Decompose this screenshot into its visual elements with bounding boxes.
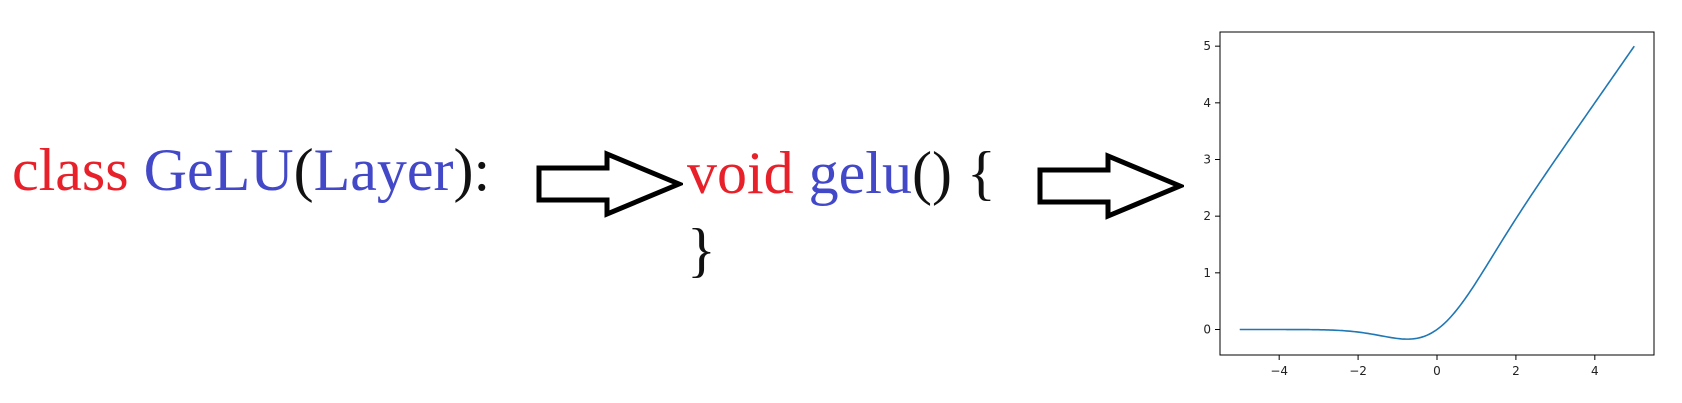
y-tick-label: 1 — [1203, 266, 1211, 280]
c-function-line: void gelu() { — [687, 143, 996, 203]
open-paren: ( — [293, 137, 314, 203]
x-tick-label: 2 — [1512, 364, 1520, 378]
plot-frame — [1219, 31, 1655, 356]
base-class-name: Layer — [313, 137, 454, 203]
gelu-curve — [1239, 45, 1635, 340]
void-keyword: void — [687, 140, 794, 206]
class-name: GeLU — [143, 137, 294, 203]
x-tick-label: 0 — [1433, 364, 1441, 378]
class-keyword: class — [12, 137, 129, 203]
parens-open-brace: () { — [911, 140, 996, 206]
y-tick-label: 3 — [1203, 153, 1211, 167]
gelu-plot: −4 −2 0 2 4 0 1 2 3 4 5 — [1203, 31, 1655, 378]
y-tick-label: 2 — [1203, 209, 1211, 223]
close-paren-colon: ): — [453, 137, 491, 203]
x-tick-label: −2 — [1349, 364, 1367, 378]
y-tick-label: 4 — [1203, 96, 1211, 110]
x-tick-label: −4 — [1270, 364, 1288, 378]
y-axis-ticks: 0 1 2 3 4 5 — [1203, 39, 1220, 337]
arrow-right-icon — [536, 150, 683, 218]
y-tick-label: 0 — [1203, 323, 1211, 337]
arrow-right-icon — [1037, 152, 1184, 220]
x-tick-label: 4 — [1591, 364, 1599, 378]
x-axis-ticks: −4 −2 0 2 4 — [1270, 355, 1599, 378]
python-class-line: class GeLU(Layer): — [12, 140, 490, 200]
closing-brace: } — [687, 217, 716, 283]
y-tick-label: 5 — [1203, 39, 1211, 53]
function-name: gelu — [808, 140, 912, 206]
